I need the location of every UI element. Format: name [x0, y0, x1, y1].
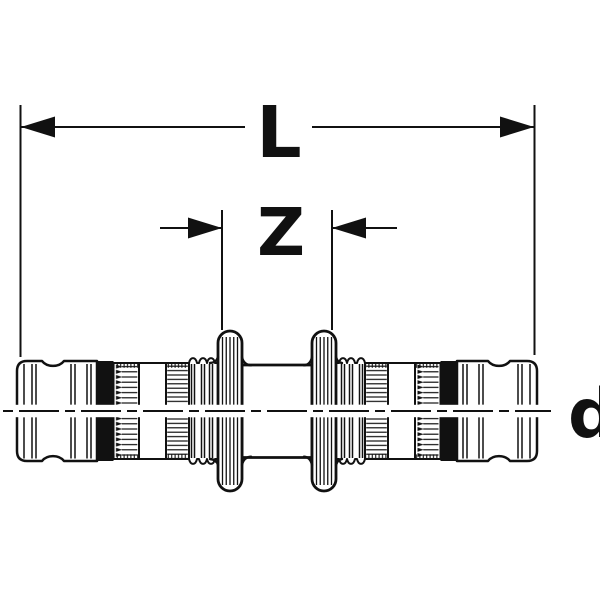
sleeve-left-lines	[23, 364, 92, 459]
diameter-d-label: d	[568, 375, 600, 454]
dimension-Z-arrow-right	[332, 217, 366, 239]
dimension-L: L	[19, 91, 536, 357]
dimension-Z-extension-lines	[221, 210, 333, 330]
dimension-Z-label: Z	[257, 194, 305, 271]
flange-right-hatch	[315, 337, 333, 485]
flange-fillets	[208, 355, 344, 467]
dimension-Z: Z	[160, 194, 397, 330]
dimension-L-extension-lines	[19, 105, 536, 357]
dimension-L-arrow-left	[21, 116, 55, 138]
sleeve-right-lines	[462, 364, 531, 459]
flange-left-hatch	[221, 337, 239, 485]
dimension-L-label: L	[256, 91, 301, 174]
serration-edges	[114, 363, 440, 459]
dimension-L-arrow-right	[500, 116, 534, 138]
collar-left-ribs	[190, 364, 214, 458]
dimension-Z-arrow-left	[188, 217, 222, 239]
collar-right-ribs	[340, 364, 364, 458]
